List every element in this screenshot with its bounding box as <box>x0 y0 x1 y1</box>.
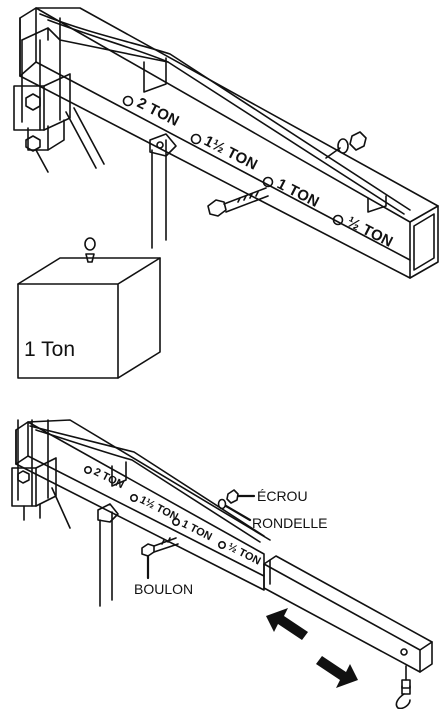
lower-boom-extension <box>263 563 421 673</box>
lower-capacity-label-1-5ton: 1½ TON <box>138 494 180 523</box>
upper-nut <box>349 131 367 151</box>
extend-arrow-icon <box>316 656 358 688</box>
upper-capacity-label-1-5ton: 1½ TON <box>201 132 260 173</box>
upper-mast <box>21 39 61 131</box>
lower-crane-illustration <box>11 419 433 709</box>
upper-capacity-label-2ton: 2 TON <box>134 94 182 130</box>
upper-capacity-label-1ton: 1 TON <box>274 175 322 211</box>
bolt-callout: BOULON <box>134 581 193 597</box>
nut-callout: ÉCROU <box>257 488 308 504</box>
lower-capacity-label-2ton: 2 TON <box>92 466 126 491</box>
upper-crane-illustration <box>13 7 439 279</box>
upper-bracket-plate <box>13 85 45 131</box>
upper-capacity-label-half-ton: ½ TON <box>344 213 395 250</box>
lower-bolt <box>141 537 179 580</box>
lower-capacity-label-1ton: 1 TON <box>180 518 214 543</box>
upper-tension-brace <box>39 13 411 215</box>
lower-washer <box>217 498 227 510</box>
lower-capacity-label-half-ton: ½ TON <box>226 541 263 568</box>
load-box <box>17 237 161 379</box>
lower-nut <box>226 489 239 504</box>
washer-callout: RONDELLE <box>252 515 327 531</box>
eye-bolt-icon <box>84 237 96 263</box>
upper-washer <box>337 138 349 154</box>
retract-arrow-icon <box>266 608 308 640</box>
upper-bolt <box>207 187 269 217</box>
load-box-label: 1 Ton <box>24 338 75 361</box>
hook-icon <box>395 665 411 709</box>
washer-leader-line <box>224 504 252 522</box>
